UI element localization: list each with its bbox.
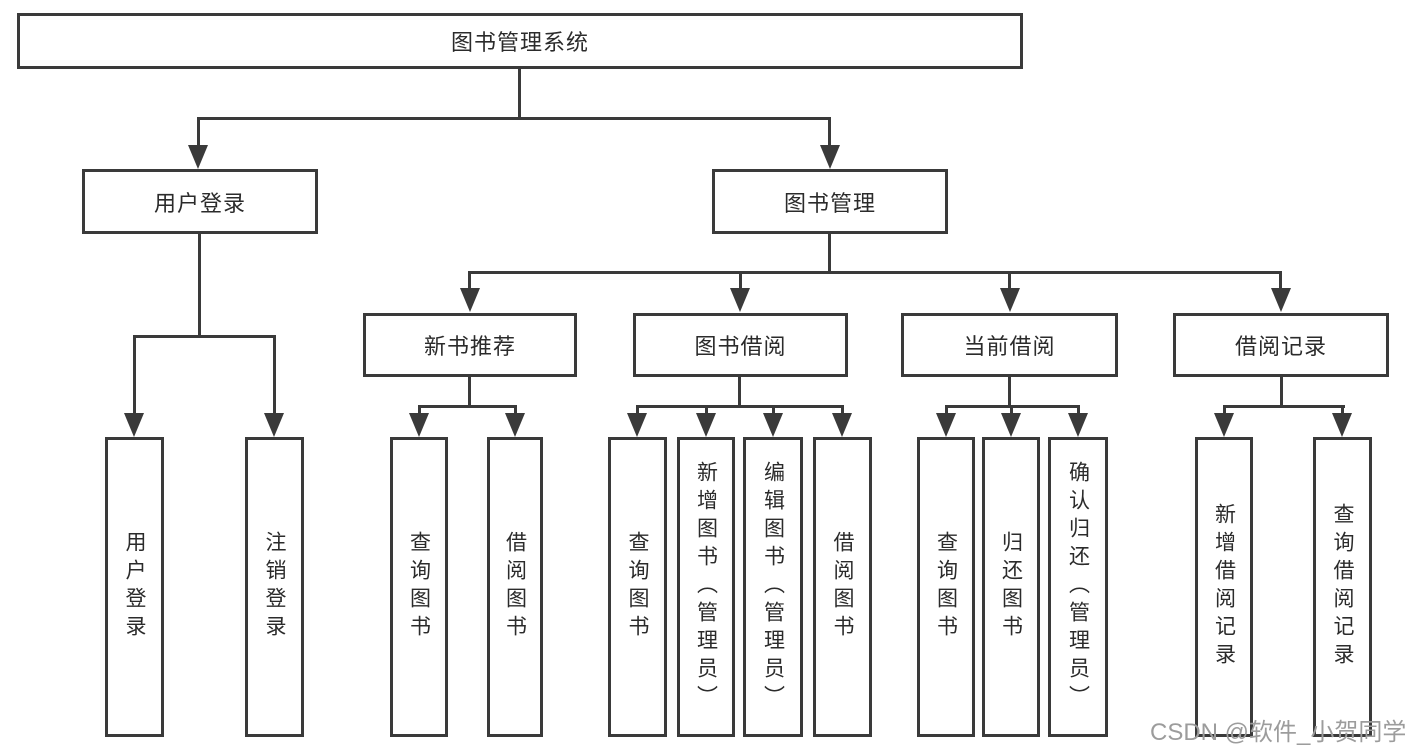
node-borrowing-records: 借阅记录 — [1173, 313, 1389, 377]
connector-drop-leaf — [273, 335, 276, 416]
node-current-borrowing: 当前借阅 — [901, 313, 1118, 377]
connector-drop-leaf — [133, 335, 136, 416]
arrowhead-icon — [460, 288, 480, 312]
connector-user-login-rail — [133, 335, 276, 338]
arrowhead-icon — [1000, 288, 1020, 312]
connector-drop-leaf — [636, 405, 639, 416]
arrowhead-icon — [832, 413, 852, 437]
leaf-query-borrow-record: 查询借阅记录 — [1313, 437, 1372, 737]
connector-new-book-stem — [468, 377, 471, 408]
connector-drop-leaf — [945, 405, 948, 416]
node-new-book-recommend: 新书推荐 — [363, 313, 577, 377]
connector-book-management-stem — [828, 234, 831, 274]
connector-drop-leaf — [1223, 405, 1226, 416]
connector-drop-leaf — [772, 405, 775, 416]
arrowhead-icon — [264, 413, 284, 437]
leaf-add-borrow-record: 新增借阅记录 — [1195, 437, 1253, 737]
connector-drop-book-management — [828, 117, 831, 147]
leaf-query-books-recommend: 查询图书 — [390, 437, 448, 737]
leaf-add-books-admin: 新增图书（管理员） — [677, 437, 735, 737]
arrowhead-icon — [1271, 288, 1291, 312]
arrowhead-icon — [730, 288, 750, 312]
connector-borrow-records-rail — [1223, 405, 1345, 408]
connector-current-borrow-stem — [1008, 377, 1011, 408]
arrowhead-icon — [1332, 413, 1352, 437]
connector-book-management-rail — [468, 271, 1282, 274]
arrowhead-icon — [1068, 413, 1088, 437]
connector-borrow-records-stem — [1280, 377, 1283, 408]
leaf-return-books: 归还图书 — [982, 437, 1040, 737]
connector-drop-leaf — [1077, 405, 1080, 416]
connector-root-rail — [197, 117, 831, 120]
connector-drop-leaf — [514, 405, 517, 416]
connector-drop-borrow-records — [1279, 271, 1282, 292]
leaf-user-login: 用户登录 — [105, 437, 164, 737]
node-book-management: 图书管理 — [712, 169, 948, 234]
leaf-logout-login: 注销登录 — [245, 437, 304, 737]
connector-root-stem — [518, 69, 521, 120]
arrowhead-icon — [505, 413, 525, 437]
connector-drop-book-borrow — [739, 271, 742, 292]
connector-drop-leaf — [705, 405, 708, 416]
csdn-watermark: CSDN @软件_小贺同学 — [1150, 719, 1405, 746]
connector-new-book-rail — [418, 405, 517, 408]
connector-drop-leaf — [841, 405, 844, 416]
arrowhead-icon — [124, 413, 144, 437]
leaf-query-books-borrow: 查询图书 — [608, 437, 667, 737]
connector-book-borrow-stem — [738, 377, 741, 408]
connector-drop-new-book — [468, 271, 471, 292]
node-book-borrowing: 图书借阅 — [633, 313, 848, 377]
arrowhead-icon — [696, 413, 716, 437]
leaf-edit-books-admin: 编辑图书（管理员） — [743, 437, 803, 737]
arrowhead-icon — [1001, 413, 1021, 437]
arrowhead-icon — [409, 413, 429, 437]
connector-drop-leaf — [1341, 405, 1344, 416]
arrowhead-icon — [820, 145, 840, 169]
connector-drop-user-login — [197, 117, 200, 147]
leaf-borrow-books: 借阅图书 — [813, 437, 872, 737]
arrowhead-icon — [627, 413, 647, 437]
connector-user-login-stem — [198, 234, 201, 338]
connector-drop-leaf — [418, 405, 421, 416]
arrowhead-icon — [1214, 413, 1234, 437]
leaf-confirm-return-admin: 确认归还（管理员） — [1048, 437, 1108, 737]
connector-drop-leaf — [1010, 405, 1013, 416]
connector-book-borrow-rail — [636, 405, 844, 408]
node-system-root: 图书管理系统 — [17, 13, 1023, 69]
connector-drop-current-borrow — [1008, 271, 1011, 292]
arrowhead-icon — [763, 413, 783, 437]
leaf-borrow-books-recommend: 借阅图书 — [487, 437, 543, 737]
leaf-query-books-current: 查询图书 — [917, 437, 975, 737]
arrowhead-icon — [936, 413, 956, 437]
node-user-login: 用户登录 — [82, 169, 318, 234]
arrowhead-icon — [188, 145, 208, 169]
